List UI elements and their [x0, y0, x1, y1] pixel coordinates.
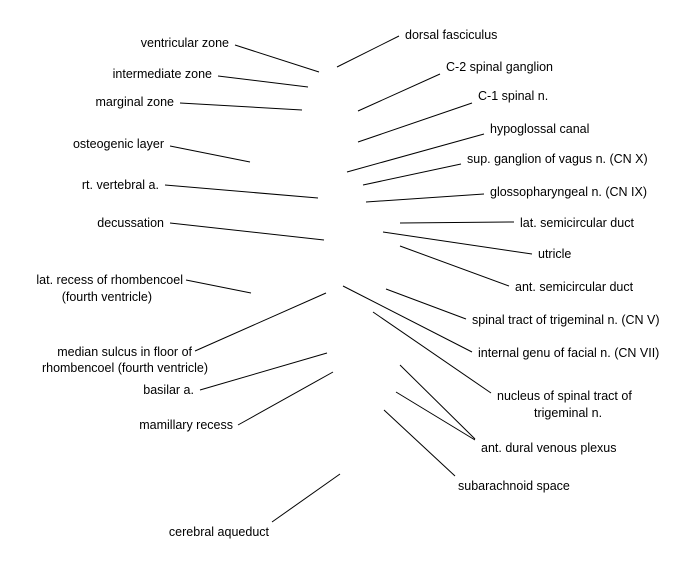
leader-dorsal-fasciculus	[336, 35, 400, 68]
leader-cerebral-aqueduct	[271, 473, 341, 523]
label-sup-ganglion-vagus: sup. ganglion of vagus n. (CN X)	[467, 152, 648, 166]
leader-spinal-tract-trigeminal	[385, 288, 467, 320]
label-cerebral-aqueduct: cerebral aqueduct	[169, 525, 270, 539]
label-median-sulcus-line1: median sulcus in floor of	[57, 345, 192, 359]
label-spinal-tract-trigeminal: spinal tract of trigeminal n. (CN V)	[472, 313, 660, 327]
leader-ant-semicircular-duct	[399, 245, 510, 287]
leader-median-sulcus	[194, 292, 327, 352]
label-ant-dural-venous-plexus: ant. dural venous plexus	[481, 441, 617, 455]
leader-subarachnoid-space	[383, 409, 456, 477]
leader-ventricular-zone	[234, 44, 320, 73]
label-median-sulcus-line2: rhombencoel (fourth ventricle)	[42, 361, 208, 375]
label-lat-recess-line2: (fourth ventricle)	[62, 290, 152, 304]
label-lat-semicircular-duct: lat. semicircular duct	[520, 216, 634, 230]
leader-utricle	[382, 231, 533, 255]
leader-rt-vertebral-a	[164, 184, 319, 199]
leader-lat-recess	[185, 279, 252, 294]
label-subarachnoid-space: subarachnoid space	[458, 479, 570, 493]
leader-sup-ganglion-vagus	[362, 163, 462, 186]
label-decussation: decussation	[97, 216, 164, 230]
label-internal-genu-facial: internal genu of facial n. (CN VII)	[478, 346, 659, 360]
label-dorsal-fasciculus: dorsal fasciculus	[405, 28, 497, 42]
label-mamillary-recess: mamillary recess	[139, 418, 233, 432]
leader-hypoglossal-canal	[346, 133, 485, 173]
label-ant-semicircular-duct: ant. semicircular duct	[515, 280, 634, 294]
leader-basilar-a	[199, 352, 328, 391]
leader-lat-semicircular-duct	[399, 221, 515, 224]
label-intermediate-zone: intermediate zone	[113, 67, 212, 81]
leader-ant-dural-venous-plexus-b	[395, 391, 476, 441]
leader-ant-dural-venous-plexus-a	[399, 364, 476, 440]
leader-osteogenic-layer	[169, 145, 251, 163]
label-glossopharyngeal-n: glossopharyngeal n. (CN IX)	[490, 185, 647, 199]
leader-c2-spinal-ganglion	[357, 73, 441, 112]
leader-marginal-zone	[179, 102, 303, 111]
leader-nucleus-spinal-tract	[372, 311, 492, 394]
label-rt-vertebral-a: rt. vertebral a.	[82, 178, 159, 192]
label-c1-spinal-n: C-1 spinal n.	[478, 89, 548, 103]
label-lat-recess-line1: lat. recess of rhombencoel	[36, 273, 183, 287]
label-c2-spinal-ganglion: C-2 spinal ganglion	[446, 60, 553, 74]
label-osteogenic-layer: osteogenic layer	[73, 137, 164, 151]
leader-decussation	[169, 222, 325, 241]
label-utricle: utricle	[538, 247, 571, 261]
label-nucleus-spinal-tract-line2: trigeminal n.	[534, 406, 602, 420]
label-basilar-a: basilar a.	[143, 383, 194, 397]
leader-mamillary-recess	[237, 371, 334, 426]
label-marginal-zone: marginal zone	[95, 95, 174, 109]
leader-intermediate-zone	[217, 75, 309, 88]
label-nucleus-spinal-tract-line1: nucleus of spinal tract of	[497, 389, 632, 403]
leader-internal-genu-facial	[342, 285, 473, 353]
label-hypoglossal-canal: hypoglossal canal	[490, 122, 589, 136]
leader-c1-spinal-n	[357, 102, 473, 143]
label-ventricular-zone: ventricular zone	[141, 36, 229, 50]
leader-glossopharyngeal-n	[365, 193, 485, 203]
